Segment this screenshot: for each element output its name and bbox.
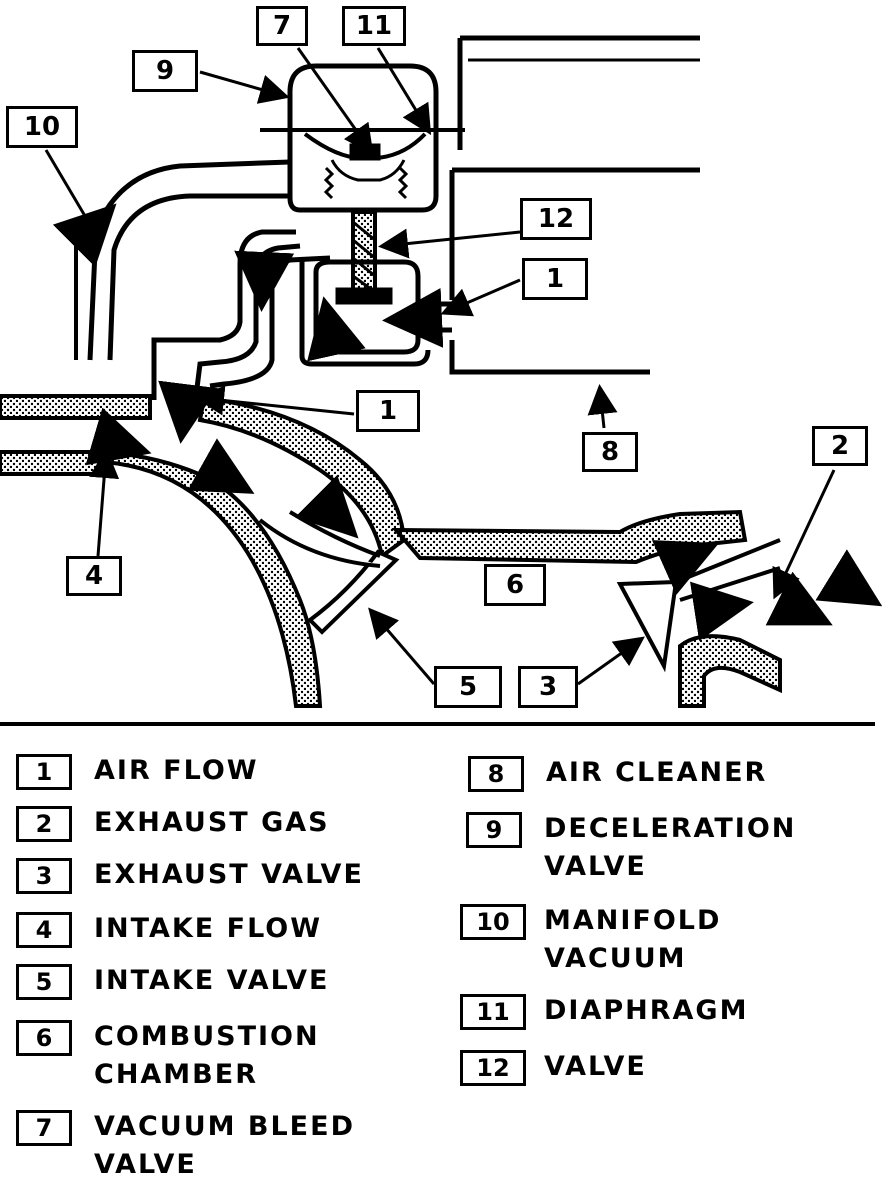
legend-number: 5 xyxy=(16,964,72,1000)
legend-number: 4 xyxy=(16,912,72,948)
callout-11: 11 xyxy=(342,6,406,46)
callout-9: 9 xyxy=(132,50,198,92)
legend-label: EXHAUST GAS xyxy=(94,807,330,838)
legend-label: INTAKE VALVE xyxy=(94,965,330,996)
callout-3: 3 xyxy=(518,666,578,708)
legend-label: VACUUM BLEED VALVE xyxy=(94,1111,355,1180)
legend-number: 7 xyxy=(16,1110,72,1146)
legend-label: DIAPHRAGM xyxy=(544,995,749,1026)
legend-number: 10 xyxy=(460,904,526,940)
callout-8: 8 xyxy=(582,432,638,472)
legend-number: 1 xyxy=(16,754,72,790)
intake-valve xyxy=(258,510,400,635)
legend-label: VALVE xyxy=(544,1051,647,1082)
legend-label: EXHAUST VALVE xyxy=(94,859,364,890)
legend-label: DECELERATION VALVE xyxy=(544,813,797,882)
legend-label: COMBUSTION CHAMBER xyxy=(94,1021,320,1090)
legend-label: AIR FLOW xyxy=(94,755,259,786)
callout-1-bottom: 1 xyxy=(356,390,420,432)
legend-number: 9 xyxy=(466,812,522,848)
legend-number: 3 xyxy=(16,858,72,894)
callout-10: 10 xyxy=(6,106,78,148)
legend-number: 6 xyxy=(16,1020,72,1056)
callout-5: 5 xyxy=(434,666,502,708)
legend-number: 2 xyxy=(16,806,72,842)
callout-12: 12 xyxy=(520,198,592,240)
callout-4: 4 xyxy=(66,556,122,596)
legend-divider xyxy=(0,722,875,726)
callout-1-top: 1 xyxy=(522,258,588,300)
callout-2: 2 xyxy=(812,426,868,466)
legend-label: INTAKE FLOW xyxy=(94,913,323,944)
legend-label: AIR CLEANER xyxy=(546,757,768,788)
intake-manifold xyxy=(0,394,407,708)
callout-7: 7 xyxy=(256,6,308,46)
legend-label: MANIFOLD VACUUM xyxy=(544,905,722,974)
callout-6: 6 xyxy=(484,564,546,606)
flow-arrows xyxy=(52,203,883,641)
leader-lines xyxy=(44,47,836,686)
legend-number: 11 xyxy=(460,994,526,1030)
air-cleaner-housing xyxy=(449,35,700,375)
deceleration-valve-diagram xyxy=(0,35,883,708)
legend-number: 12 xyxy=(460,1050,526,1086)
legend-number: 8 xyxy=(468,756,524,792)
